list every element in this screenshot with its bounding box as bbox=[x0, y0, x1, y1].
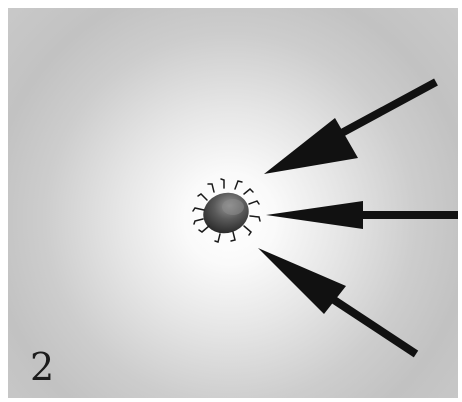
diagram-overlay bbox=[8, 8, 458, 398]
arrow-right bbox=[266, 201, 458, 229]
arrow-upper-right bbox=[264, 82, 436, 174]
panel-number: 2 bbox=[30, 348, 54, 386]
arrow-lower-right bbox=[258, 248, 416, 354]
particle-with-hairs-icon bbox=[193, 179, 260, 242]
diagram-figure: 2 bbox=[8, 8, 458, 398]
